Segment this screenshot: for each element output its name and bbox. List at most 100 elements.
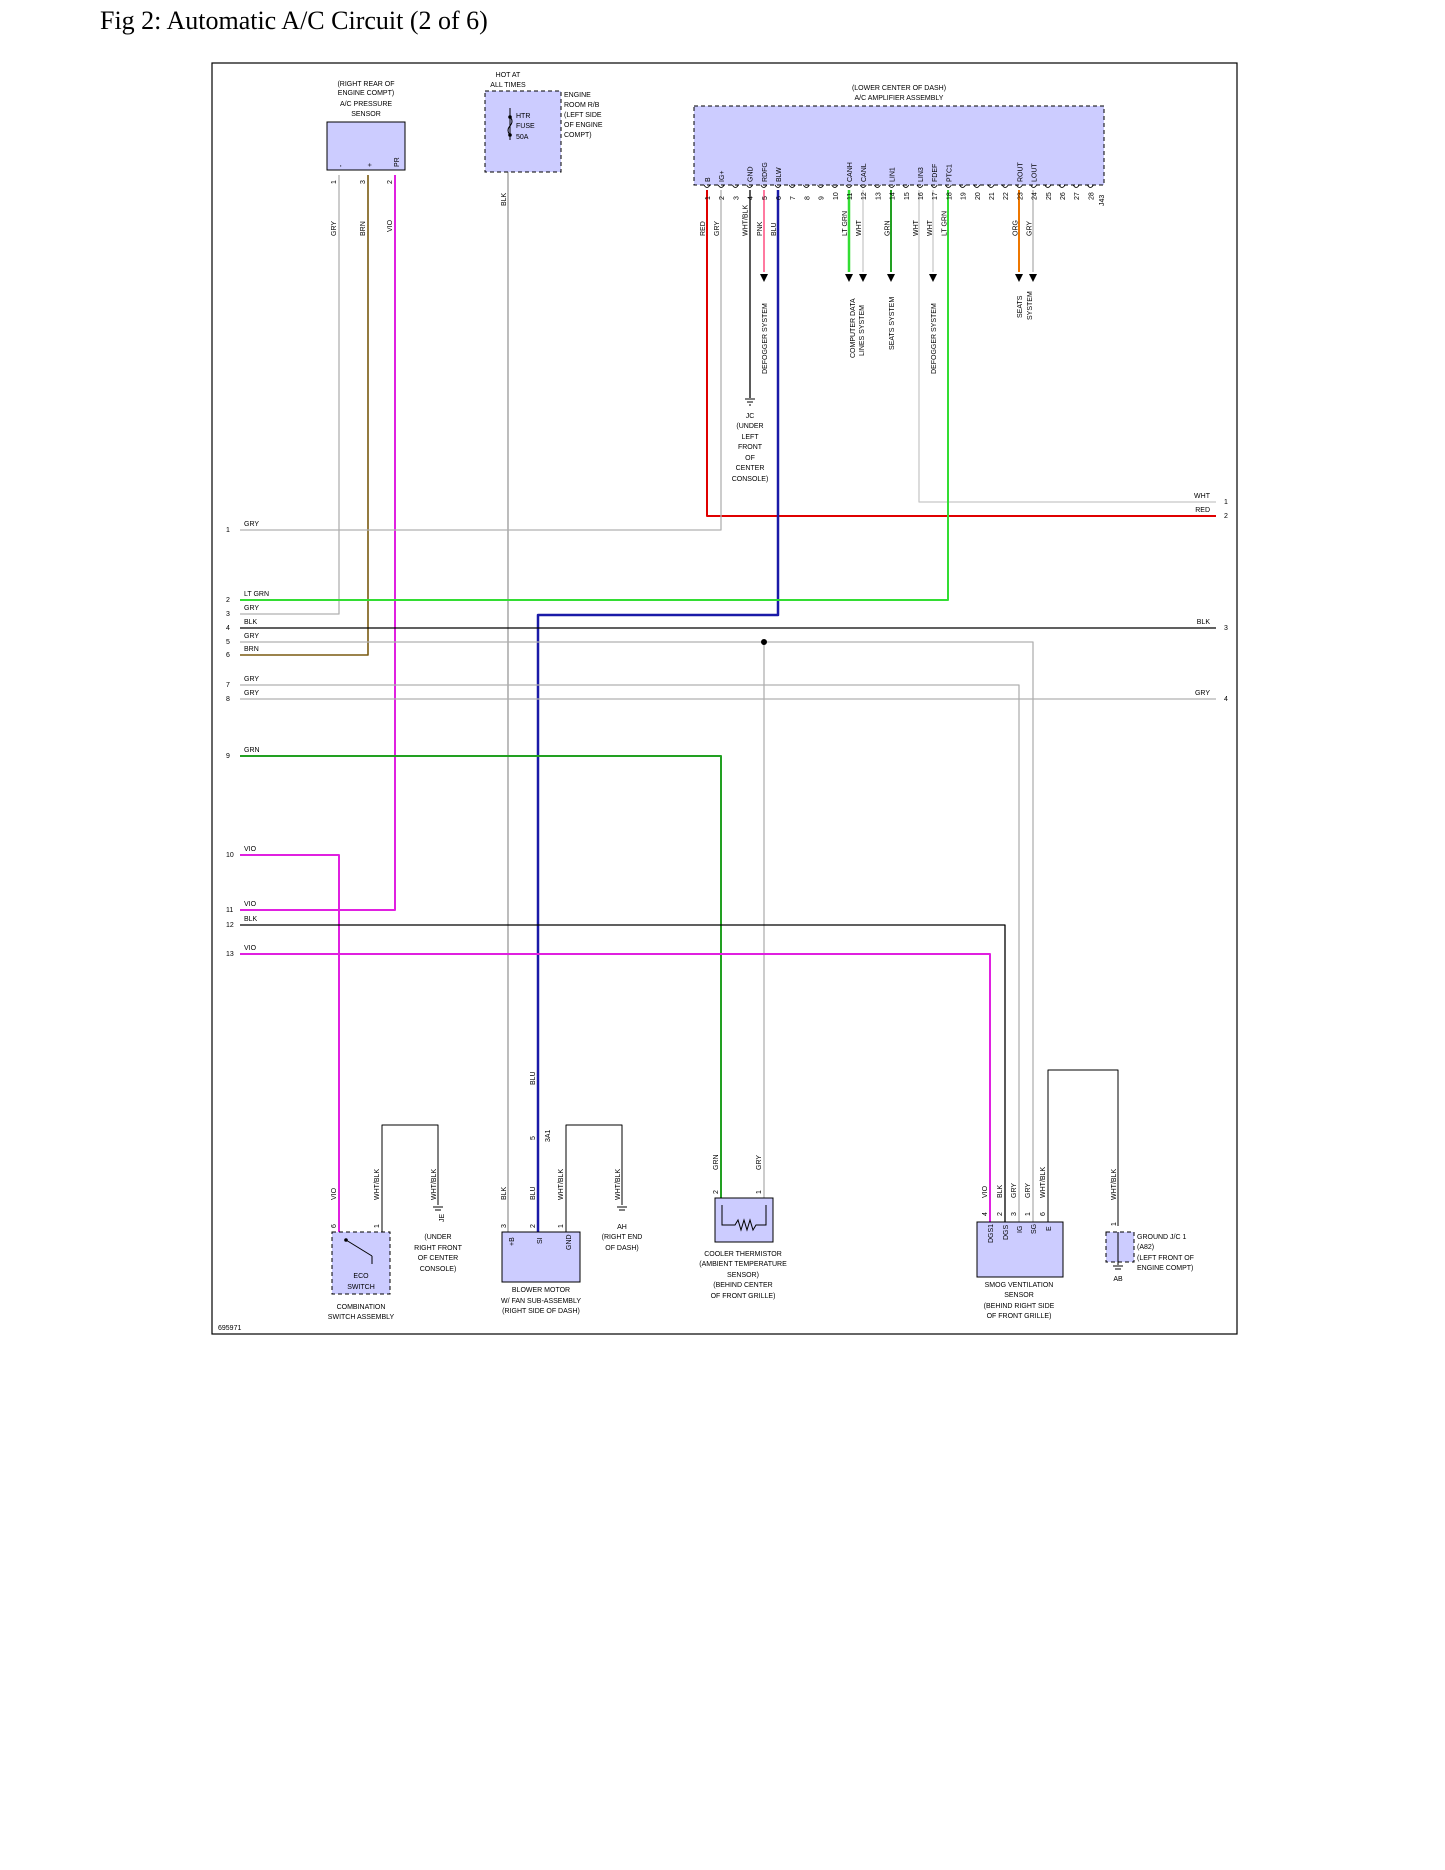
amplifier-pin-connector <box>845 184 853 188</box>
amplifier-pin-number: 13 <box>875 192 882 200</box>
svg-text:GRN: GRN <box>713 1154 720 1170</box>
left-connector-wire-color: BRN <box>244 646 259 653</box>
amplifier-pin-number: 9 <box>819 196 826 200</box>
right-connector-pin: 4 <box>1224 696 1228 703</box>
svg-text:GND: GND <box>566 1234 573 1250</box>
svg-text:DGS1: DGS1 <box>988 1224 995 1243</box>
amplifier-pin-connector <box>746 184 753 188</box>
amplifier-wire-color: WHT/BLK <box>743 205 750 236</box>
wire-eco-wht-blk <box>381 1124 439 1232</box>
amplifier-pin-number: 28 <box>1088 192 1095 200</box>
svg-text:SENSOR: SENSOR <box>351 111 381 118</box>
svg-text:CONSOLE): CONSOLE) <box>420 1266 457 1273</box>
left-connector-pin: 3 <box>226 611 230 618</box>
svg-text:(RIGHT REAR OF: (RIGHT REAR OF <box>337 81 394 88</box>
amplifier-wire-color: RED <box>700 221 707 236</box>
amplifier-wire-color: BLU <box>771 222 778 236</box>
svg-text:(RIGHT END: (RIGHT END <box>602 1234 643 1241</box>
svg-text:CONSOLE): CONSOLE) <box>732 476 769 483</box>
svg-text:OF DASH): OF DASH) <box>605 1245 638 1252</box>
svg-text:WHT/BLK: WHT/BLK <box>615 1169 622 1200</box>
amplifier-pin-number: 14 <box>890 192 897 200</box>
svg-text:GROUND J/C 1: GROUND J/C 1 <box>1137 1234 1187 1241</box>
amplifier-pin-connector <box>717 184 725 188</box>
right-connector-wire-color: WHT <box>1194 493 1211 500</box>
svg-text:3A1: 3A1 <box>545 1129 552 1142</box>
amplifier-pin-connector <box>1030 184 1037 188</box>
svg-text:COMBINATION: COMBINATION <box>337 1304 386 1311</box>
amplifier-pin-number: 5 <box>762 196 769 200</box>
left-connector-wire-color: LT GRN <box>244 591 269 598</box>
blower-motor: +B SI GND 3 2 1 BLK BLU WHT/BLK WHT/BLK … <box>501 1071 642 1315</box>
svg-text:SEATS SYSTEM: SEATS SYSTEM <box>889 297 896 350</box>
amplifier-pin-number: 11 <box>847 193 854 200</box>
svg-text:BRN: BRN <box>360 221 367 236</box>
arrow-fdef <box>929 274 937 282</box>
svg-text:VIO: VIO <box>982 1185 989 1198</box>
svg-text:J43: J43 <box>1099 195 1106 206</box>
left-connector-wire-color: GRY <box>244 676 259 683</box>
amplifier-wire-color: WHT <box>927 219 934 236</box>
svg-text:OF CENTER: OF CENTER <box>418 1255 458 1262</box>
amplifier-pin-connector <box>703 184 711 188</box>
amplifier-wire-color: PNK <box>757 221 764 236</box>
svg-text:LEFT: LEFT <box>741 434 759 441</box>
amplifier-pin-number: 20 <box>975 192 982 200</box>
svg-text:BLU: BLU <box>530 1071 537 1085</box>
svg-text:IG: IG <box>1017 1226 1024 1233</box>
svg-text:E: E <box>1046 1226 1053 1231</box>
svg-text:2: 2 <box>713 1190 720 1194</box>
amplifier-pin-label: IG+ <box>719 171 726 182</box>
svg-text:ENGINE: ENGINE <box>564 92 591 99</box>
svg-text:COOLER THERMISTOR: COOLER THERMISTOR <box>704 1251 782 1258</box>
left-connector-wire-color: GRN <box>244 747 260 754</box>
amplifier-pin-connector <box>945 184 952 188</box>
left-connector-wire-color: VIO <box>244 901 257 908</box>
amplifier-pin-label: CANH <box>847 162 854 182</box>
left-connector-wire-color: VIO <box>244 945 257 952</box>
amplifier-pin-connector <box>959 184 966 188</box>
svg-text:SMOG VENTILATION: SMOG VENTILATION <box>985 1282 1054 1289</box>
wire-wht-lin3 <box>918 190 1216 503</box>
wire-vio-pressure-pr <box>240 175 396 911</box>
amplifier-pin-connector <box>987 184 995 188</box>
amplifier-wire-color: LT GRN <box>941 211 948 236</box>
ground-jc: JC (UNDER LEFT FRONT OF CENTER CONSOLE) <box>732 398 769 483</box>
amplifier-pin-number: 17 <box>932 192 939 200</box>
svg-text:(BEHIND RIGHT SIDE: (BEHIND RIGHT SIDE <box>984 1303 1055 1310</box>
amplifier-pin-connector <box>774 184 782 188</box>
right-connector-wire-color: RED <box>1195 507 1210 514</box>
svg-text:SWITCH ASSEMBLY: SWITCH ASSEMBLY <box>328 1314 395 1321</box>
amplifier-pin-number: 6 <box>776 196 783 200</box>
wire-gry-7 <box>240 684 1020 1222</box>
left-connector-wire-color: GRY <box>244 633 259 640</box>
svg-text:3: 3 <box>360 180 367 184</box>
svg-text:COMPUTER DATA: COMPUTER DATA <box>850 298 857 358</box>
svg-text:W/ FAN SUB-ASSEMBLY: W/ FAN SUB-ASSEMBLY <box>501 1298 581 1305</box>
amplifier-wire-color: ORG <box>1012 220 1019 236</box>
amplifier-pin-connector <box>831 184 839 188</box>
cooler-thermistor: 2 1 GRN GRY COOLER THERMISTOR (AMBIENT T… <box>699 1154 787 1300</box>
amplifier-wire-color: GRN <box>885 220 892 236</box>
smog-ventilation-sensor: DGS1 DGS IG SG E 4 2 3 1 6 VIO BLK GRY G… <box>976 1167 1064 1320</box>
diagram-id: 695971 <box>218 1325 241 1332</box>
svg-text:DEFOGGER SYSTEM: DEFOGGER SYSTEM <box>762 303 769 374</box>
amplifier-pin-connector <box>1058 184 1066 188</box>
amplifier-pin-number: 10 <box>833 192 840 200</box>
wire-blower-wht-blk <box>565 1124 623 1232</box>
amplifier-wire-color: WHT <box>856 219 863 236</box>
svg-text:WHT/BLK: WHT/BLK <box>558 1169 565 1200</box>
left-connector-wire-color: VIO <box>244 846 257 853</box>
amplifier-pin-connector <box>973 184 981 188</box>
svg-text:(AMBIENT TEMPERATURE: (AMBIENT TEMPERATURE <box>699 1261 787 1268</box>
svg-text:RIGHT FRONT: RIGHT FRONT <box>414 1245 462 1252</box>
svg-text:1: 1 <box>756 1190 763 1194</box>
amplifier-pin-connector <box>1016 184 1023 188</box>
svg-text:(UNDER: (UNDER <box>424 1234 451 1241</box>
eco-switch: ECO SWITCH COMBINATION SWITCH ASSEMBLY 6… <box>328 1169 463 1321</box>
svg-text:WHT/BLK: WHT/BLK <box>374 1169 381 1200</box>
svg-text:2: 2 <box>530 1224 537 1228</box>
